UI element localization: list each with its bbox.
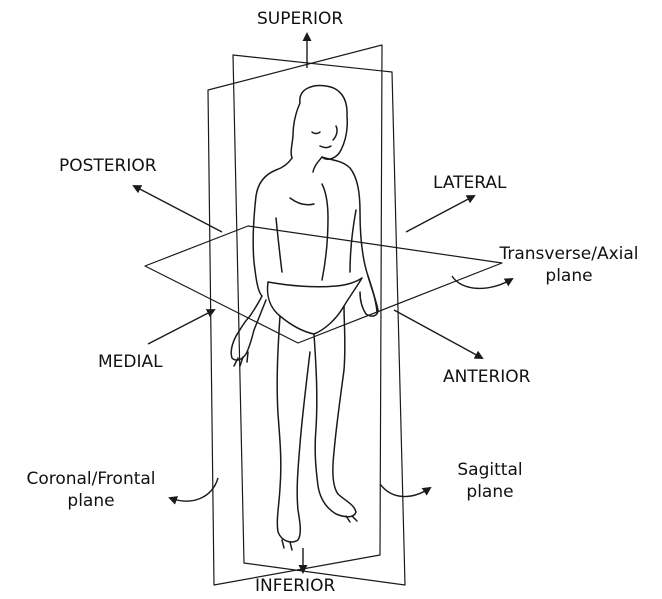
sagittal-label-line2: plane <box>440 481 540 503</box>
lateral-label: LATERAL <box>433 172 507 194</box>
coronal-plane-label: Coronal/Frontal plane <box>8 468 174 512</box>
posterior-label: POSTERIOR <box>59 155 157 177</box>
medial-arrow <box>148 310 214 344</box>
superior-label: SUPERIOR <box>257 8 343 30</box>
anterior-arrow <box>394 310 482 358</box>
coronal-label-line2: plane <box>8 490 174 512</box>
transverse-label-line1: Transverse/Axial <box>488 243 650 265</box>
anterior-label: ANTERIOR <box>443 366 531 388</box>
sagittal-label-line1: Sagittal <box>440 459 540 481</box>
medial-label: MEDIAL <box>98 351 163 373</box>
lateral-arrow <box>406 196 474 232</box>
transverse-label-line2: plane <box>488 265 650 287</box>
coronal-pointer-arrow <box>170 478 218 501</box>
human-figure <box>231 86 378 550</box>
transverse-plane <box>145 226 502 343</box>
coronal-label-line1: Coronal/Frontal <box>8 468 174 490</box>
sagittal-plane-label: Sagittal plane <box>440 459 540 503</box>
transverse-plane-label: Transverse/Axial plane <box>488 243 650 287</box>
inferior-label: INFERIOR <box>255 575 335 597</box>
sagittal-pointer-arrow <box>380 484 430 497</box>
